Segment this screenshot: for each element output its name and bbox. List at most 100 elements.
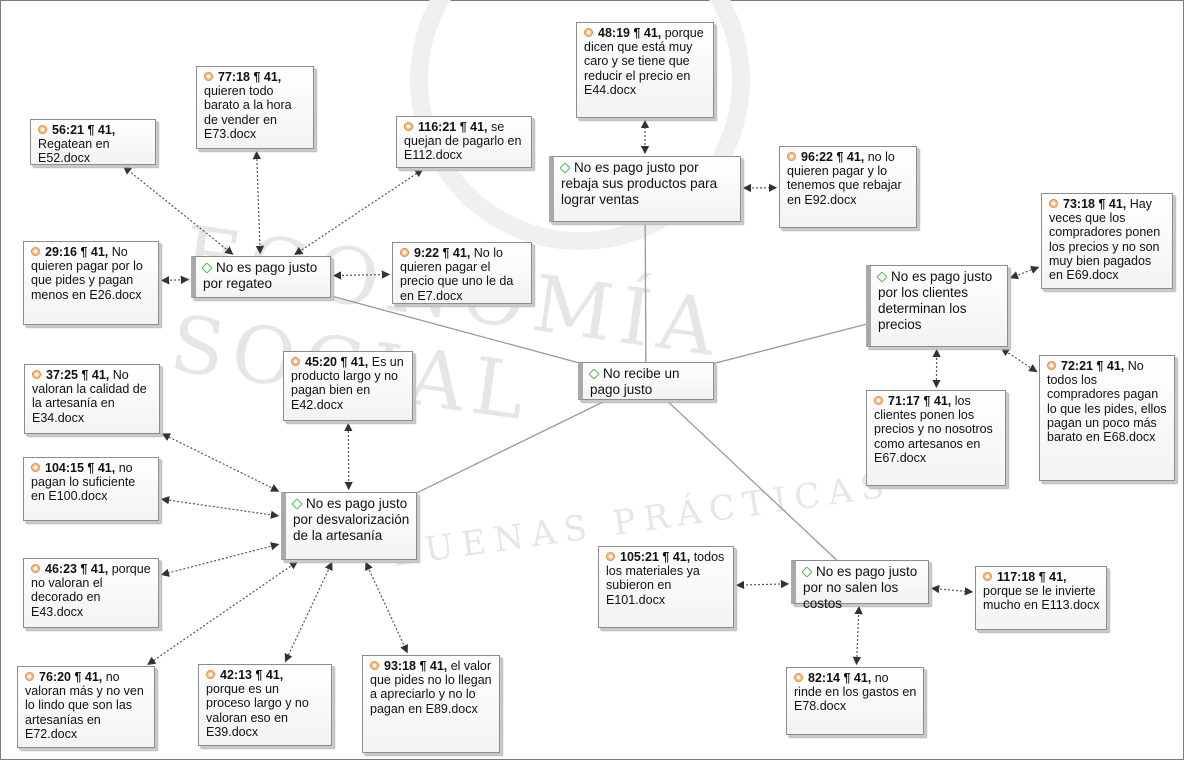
- code-diamond-icon: [588, 368, 600, 380]
- quotation-document-icon: [400, 248, 409, 257]
- quotation-ref: 116:21 ¶ 41,: [418, 120, 488, 134]
- quotation-text: no rinde en los gastos en E78.docx: [794, 671, 917, 714]
- link-clientes-q73: [1009, 265, 1040, 280]
- link-desval-q104: [160, 496, 280, 519]
- quotation-node-q116[interactable]: 116:21 ¶ 41, se quejan de pagarlo en E11…: [396, 116, 532, 168]
- quotation-document-icon: [606, 552, 615, 561]
- code-diamond-icon: [801, 566, 813, 578]
- code-node-costos[interactable]: No es pago justo por no salen los costos: [791, 560, 929, 611]
- code-node-regateo[interactable]: No es pago justo por regateo: [191, 256, 331, 298]
- quotation-text: Es un producto largo y no pagan bien en …: [291, 355, 404, 412]
- link-costos-q82: [852, 605, 863, 666]
- quotation-ref: 9:22 ¶ 41,: [414, 246, 471, 260]
- quotation-text: todos los materiales ya subieron en E101…: [606, 550, 725, 607]
- quotation-ref: 71:17 ¶ 41,: [888, 394, 952, 408]
- link-clientes-q72: [1000, 347, 1038, 373]
- quotation-node-q72[interactable]: 72:21 ¶ 41, No todos los compradores pag…: [1039, 355, 1175, 481]
- quotation-node-q117[interactable]: 117:18 ¶ 41, porque se le invierte mucho…: [975, 566, 1107, 630]
- quotation-document-icon: [32, 370, 41, 379]
- quotation-node-q82[interactable]: 82:14 ¶ 41, no rinde en los gastos en E7…: [786, 667, 924, 735]
- quotation-ref: 46:23 ¶ 41,: [45, 562, 109, 576]
- link-root-costos: [645, 380, 838, 561]
- quotation-node-q9[interactable]: 9:22 ¶ 41, No lo quieren pagar el precio…: [392, 242, 532, 304]
- quotation-text: quieren todo barato a la hora de vender …: [204, 84, 292, 141]
- quotation-document-icon: [983, 572, 992, 581]
- quotation-document-icon: [787, 152, 796, 161]
- code-node-desval[interactable]: No es pago justo por desvalorización de …: [281, 492, 417, 560]
- link-costos-q105: [735, 579, 790, 590]
- quotation-text: porque se le invierte mucho en E113.docx: [983, 584, 1100, 613]
- code-node-root[interactable]: No recibe un pago justo: [578, 362, 714, 400]
- quotation-ref: 105:21 ¶ 41,: [620, 550, 691, 564]
- quotation-node-q71[interactable]: 71:17 ¶ 41, los clientes ponen los preci…: [866, 390, 1006, 486]
- quotation-text: No valoran la calidad de la artesanía en…: [32, 368, 147, 425]
- quotation-document-icon: [370, 661, 379, 670]
- quotation-node-q96[interactable]: 96:22 ¶ 41, no lo quieren pagar y lo ten…: [779, 146, 917, 228]
- quotation-ref: 45:20 ¶ 41,: [305, 355, 369, 369]
- quotation-ref: 42:13 ¶ 41,: [220, 668, 284, 682]
- code-label: No es pago justo por desvalorización de …: [293, 496, 410, 543]
- quotation-node-q42[interactable]: 42:13 ¶ 41, porque es un proceso largo y…: [198, 664, 332, 746]
- quotation-ref: 96:22 ¶ 41,: [801, 150, 865, 164]
- quotation-text: el valor que pides no lo llegan a apreci…: [370, 659, 492, 716]
- link-desval-q46: [160, 542, 280, 577]
- quotation-text: porque es un proceso largo y no valoran …: [206, 682, 309, 739]
- quotation-document-icon: [404, 122, 413, 131]
- code-label: No es pago justo por los clientes determ…: [878, 269, 993, 332]
- link-desval-q37: [161, 433, 280, 492]
- link-desval-q76: [147, 561, 299, 665]
- quotation-ref: 104:15 ¶ 41,: [45, 461, 116, 475]
- link-regateo-q56: [123, 166, 234, 255]
- quotation-document-icon: [31, 463, 40, 472]
- quotation-text: No quieren pagar por lo que pides y paga…: [31, 245, 143, 302]
- quotation-node-q76[interactable]: 76:20 ¶ 41, no valoran más y no ven lo l…: [17, 666, 155, 748]
- quotation-ref: 73:18 ¶ 41,: [1063, 197, 1127, 211]
- quotation-node-q46[interactable]: 46:23 ¶ 41, porque no valoran el decorad…: [23, 558, 159, 628]
- code-label: No es pago justo por no salen los costos: [803, 564, 918, 611]
- quotation-text: Regatean en E52.docx: [38, 137, 110, 166]
- code-node-rebaja[interactable]: No es pago justo por rebaja sus producto…: [549, 156, 741, 222]
- quotation-node-q37[interactable]: 37:25 ¶ 41, No valoran la calidad de la …: [24, 364, 160, 434]
- quotation-ref: 72:21 ¶ 41,: [1061, 359, 1125, 373]
- quotation-ref: 37:25 ¶ 41,: [46, 368, 110, 382]
- link-desval-q93: [365, 561, 408, 654]
- quotation-ref: 117:18 ¶ 41,: [997, 570, 1067, 584]
- quotation-node-q48[interactable]: 48:19 ¶ 41, porque dicen que está muy ca…: [576, 22, 714, 118]
- quotation-document-icon: [1047, 361, 1056, 370]
- link-regateo-q116: [294, 168, 424, 256]
- code-label: No recibe un pago justo: [590, 366, 680, 397]
- quotation-node-q45[interactable]: 45:20 ¶ 41, Es un producto largo y no pa…: [283, 351, 413, 421]
- code-diamond-icon: [201, 262, 213, 274]
- quotation-document-icon: [291, 357, 300, 366]
- link-costos-q117: [930, 584, 974, 596]
- quotation-ref: 76:20 ¶ 41,: [39, 670, 103, 684]
- link-regateo-q9: [332, 270, 391, 280]
- quotation-text: porque dicen que está muy caro y se tien…: [584, 26, 704, 97]
- quotation-ref: 56:21 ¶ 41,: [52, 123, 116, 137]
- quotation-node-q93[interactable]: 93:18 ¶ 41, el valor que pides no lo lle…: [362, 655, 500, 753]
- quotation-node-q77[interactable]: 77:18 ¶ 41, quieren todo barato a la hor…: [196, 66, 314, 149]
- quotation-node-q105[interactable]: 105:21 ¶ 41, todos los materiales ya sub…: [598, 546, 734, 628]
- quotation-document-icon: [584, 28, 593, 37]
- quotation-node-q104[interactable]: 104:15 ¶ 41, no pagan lo suficiente en E…: [23, 457, 159, 521]
- quotation-text: no pagan lo suficiente en E100.docx: [31, 461, 136, 504]
- quotation-node-q56[interactable]: 56:21 ¶ 41, Regatean en E52.docx: [30, 119, 156, 165]
- quotation-text: no valoran más y no ven lo lindo que son…: [25, 670, 144, 741]
- quotation-ref: 93:18 ¶ 41,: [384, 659, 448, 673]
- code-diamond-icon: [559, 162, 571, 174]
- code-diamond-icon: [876, 271, 888, 283]
- quotation-document-icon: [794, 673, 803, 682]
- quotation-node-q29[interactable]: 29:16 ¶ 41, No quieren pagar por lo que …: [23, 241, 159, 325]
- quotation-document-icon: [204, 72, 213, 81]
- quotation-ref: 82:14 ¶ 41,: [808, 671, 872, 685]
- quotation-document-icon: [1049, 199, 1058, 208]
- quotation-ref: 48:19 ¶ 41,: [598, 26, 662, 40]
- quotation-text: se quejan de pagarlo en E112.docx: [404, 120, 522, 163]
- quotation-document-icon: [206, 670, 215, 679]
- quotation-text: los clientes ponen los precios y no noso…: [874, 394, 993, 465]
- code-node-clientes[interactable]: No es pago justo por los clientes determ…: [866, 265, 1008, 347]
- quotation-ref: 29:16 ¶ 41,: [45, 245, 109, 259]
- quotation-node-q73[interactable]: 73:18 ¶ 41, Hay veces que los compradore…: [1041, 193, 1173, 289]
- quotation-document-icon: [25, 672, 34, 681]
- quotation-document-icon: [38, 125, 47, 134]
